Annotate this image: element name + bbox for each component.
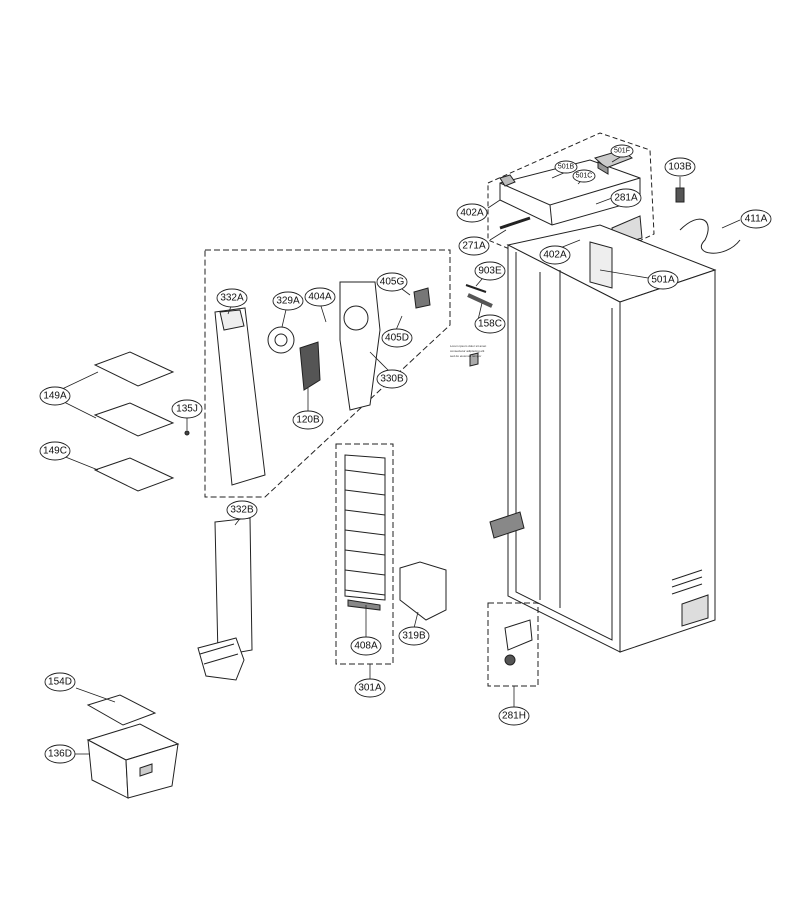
refrigerator-cabinet bbox=[469, 224, 717, 653]
duct-330b bbox=[339, 281, 381, 411]
callout-402a-1: 402A bbox=[460, 208, 484, 219]
note-line-1: Lorem ipsum dolor sit amet bbox=[450, 344, 486, 348]
callout-501a: 501A bbox=[651, 275, 675, 286]
callout-319b: 319B bbox=[402, 631, 426, 642]
note-line-2: consectetur adipiscing elit bbox=[450, 349, 485, 353]
callout-402a-2: 402A bbox=[543, 250, 567, 261]
callout-ellipses bbox=[39, 144, 772, 764]
note-line-3: sed do eiusmod tempor bbox=[450, 354, 481, 358]
callout-301a: 301A bbox=[358, 683, 382, 694]
callout-330b: 330B bbox=[380, 374, 404, 385]
callout-158c: 158C bbox=[478, 319, 502, 330]
callout-408a: 408A bbox=[354, 641, 378, 652]
shelf-149c bbox=[93, 457, 175, 492]
callout-404a: 404A bbox=[308, 292, 332, 303]
part-120b bbox=[299, 341, 321, 391]
callout-136d: 136D bbox=[48, 749, 72, 760]
callout-501f: 501F bbox=[614, 148, 630, 155]
callout-281h: 281H bbox=[502, 711, 526, 722]
callout-103b: 103B bbox=[668, 162, 692, 173]
callout-149a: 149A bbox=[43, 391, 67, 402]
callout-149c: 149C bbox=[43, 446, 67, 457]
part-103b bbox=[675, 187, 685, 203]
part-903e bbox=[465, 284, 487, 293]
shelf-149a-upper bbox=[93, 351, 175, 387]
coil-dashed-boundary bbox=[335, 443, 394, 665]
callout-120b: 120B bbox=[296, 415, 320, 426]
wire-411a bbox=[679, 218, 741, 254]
part-135j bbox=[184, 430, 190, 436]
top-cover-dashed-boundary bbox=[487, 132, 655, 271]
fan-329a bbox=[267, 326, 295, 354]
part-271a bbox=[499, 216, 531, 230]
part-281h bbox=[504, 619, 533, 666]
callout-405g: 405G bbox=[380, 277, 405, 288]
panel-332b bbox=[197, 517, 253, 681]
callout-411a: 411A bbox=[745, 214, 768, 225]
callout-281a: 281A bbox=[614, 193, 638, 204]
callout-271a: 271A bbox=[462, 241, 486, 252]
callout-405d: 405D bbox=[385, 333, 409, 344]
evaporator-dashed-boundary bbox=[204, 249, 451, 498]
callout-135j: 135J bbox=[176, 404, 198, 415]
callout-332a: 332A bbox=[220, 293, 244, 304]
callout-329a: 329A bbox=[276, 296, 300, 307]
part-405g bbox=[413, 287, 431, 309]
callout-332b: 332B bbox=[230, 505, 254, 516]
evaporator-coil bbox=[344, 454, 386, 611]
shelf-149a-lower bbox=[93, 402, 175, 437]
icemaker-dashed-boundary bbox=[487, 602, 539, 687]
bin-136d bbox=[86, 723, 180, 799]
callout-154d: 154D bbox=[48, 677, 72, 688]
callout-903e: 903E bbox=[478, 266, 502, 277]
cover-154d bbox=[86, 694, 157, 726]
callout-501b: 501B bbox=[558, 164, 575, 171]
part-158c bbox=[467, 293, 493, 308]
part-319b bbox=[399, 561, 447, 621]
panel-332a bbox=[214, 307, 266, 486]
callout-501c: 501C bbox=[576, 173, 593, 180]
